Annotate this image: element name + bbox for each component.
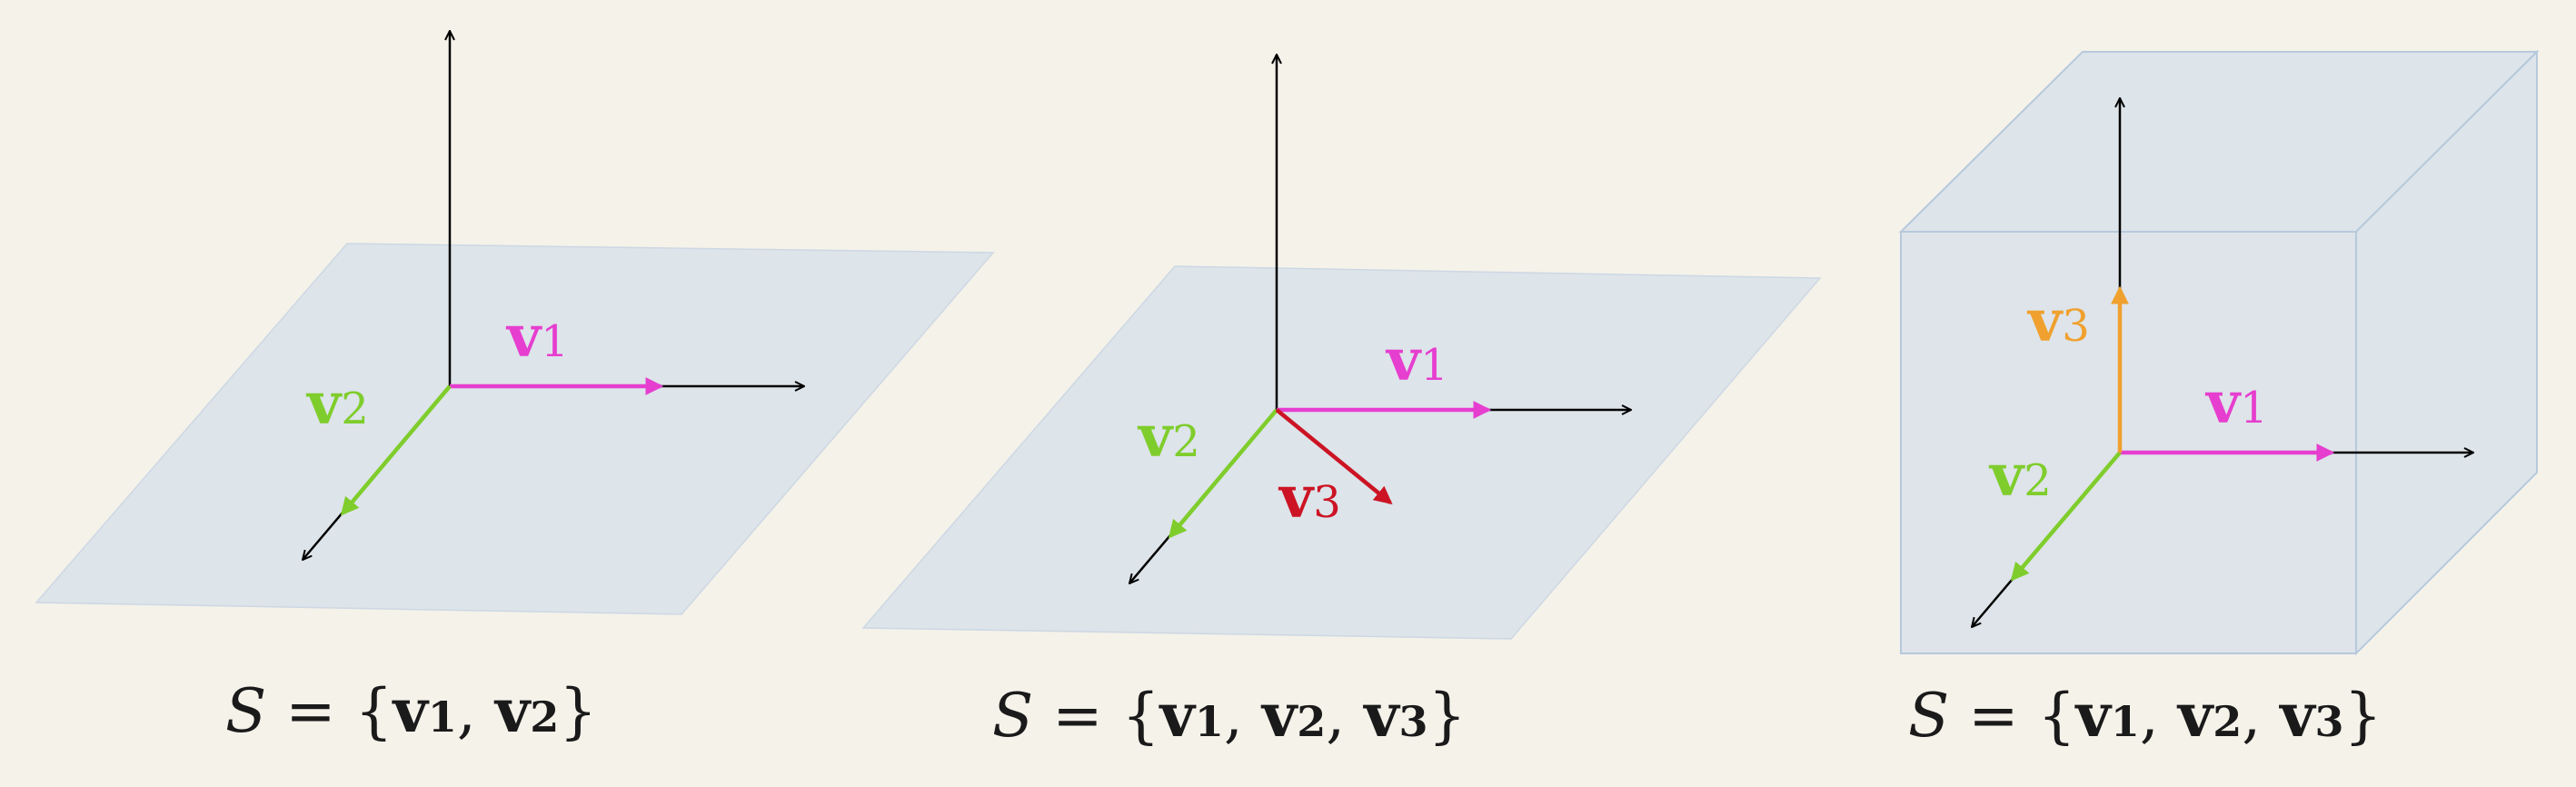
vector-label-name: v — [2026, 287, 2064, 355]
set-item-sub: 2 — [530, 692, 559, 742]
vector-v3 — [1275, 408, 1393, 505]
open-brace: { — [355, 676, 393, 746]
set-item-name: v — [493, 675, 532, 746]
equals-sign: = — [1052, 681, 1102, 751]
vector-label-name: v — [2204, 369, 2242, 437]
set-caption: S = {v1, v2} — [225, 675, 597, 746]
set-item-name: v — [2074, 680, 2113, 751]
vector-label-sub: 1 — [541, 316, 569, 367]
plane — [35, 243, 995, 615]
set-item-sub: 1 — [428, 692, 457, 742]
vector-label-v1: v1 — [1385, 326, 1448, 394]
set-item-sub: 2 — [2213, 697, 2242, 746]
comma: , — [1326, 681, 1345, 751]
vector-label-sub: 2 — [1172, 416, 1200, 467]
set-symbol: S — [225, 676, 266, 746]
vector-label-name: v — [1137, 403, 1174, 471]
vector-label-sub: 1 — [2240, 383, 2268, 433]
open-brace: { — [2038, 681, 2076, 751]
set-item-name: v — [2278, 680, 2316, 751]
equals-sign: = — [285, 676, 335, 746]
vector-label-v1: v1 — [505, 303, 569, 371]
vector-v2 — [1168, 408, 1278, 539]
vector-v2 — [2010, 451, 2122, 582]
set-item-sub: 2 — [1297, 697, 1326, 746]
vector-label-sub: 2 — [341, 384, 369, 434]
panel-3: v1 v2 v3 S = {v1, v2, v3} — [1898, 49, 2540, 751]
vector-label-sub: 3 — [2062, 301, 2090, 352]
comma: , — [2242, 681, 2261, 751]
vector-label-sub: 3 — [1313, 477, 1341, 528]
vector-label-v2: v2 — [1988, 442, 2052, 510]
vector-label-v1: v1 — [2204, 369, 2268, 437]
set-item-sub: 1 — [2111, 697, 2140, 746]
set-symbol: S — [992, 681, 1033, 751]
plane — [861, 265, 1822, 640]
set-caption: S = {v1, v2, v3} — [1908, 680, 2382, 751]
set-item-name: v — [392, 675, 430, 746]
vector-label-v2: v2 — [305, 370, 369, 438]
comma: , — [1224, 681, 1243, 751]
panel-2: v1 v2 v3 S = {v1, v2, v3} — [861, 55, 1822, 751]
open-brace: { — [1122, 681, 1160, 751]
vector-label-name: v — [1278, 463, 1315, 532]
vector-label-sub: 1 — [1420, 340, 1448, 391]
vector-label-v2: v2 — [1137, 403, 1200, 471]
vector-label-name: v — [505, 303, 542, 371]
set-item-sub: 3 — [2315, 697, 2344, 746]
vector-label-name: v — [1988, 442, 2025, 510]
set-item-sub: 1 — [1195, 697, 1224, 746]
close-brace: } — [1428, 681, 1467, 751]
close-brace: } — [559, 676, 597, 746]
vector-label-name: v — [305, 370, 343, 438]
panel-1: v1 v2 S = {v1, v2} — [35, 31, 995, 746]
vector-label-v3: v3 — [1278, 463, 1341, 532]
equals-sign: = — [1968, 681, 2018, 751]
set-item-sub: 3 — [1399, 697, 1428, 746]
comma: , — [2140, 681, 2159, 751]
vector-label-sub: 2 — [2024, 455, 2052, 506]
vector-v2 — [340, 384, 452, 516]
comma: , — [457, 676, 476, 746]
vector-label-name: v — [1385, 326, 1422, 394]
vector-label-v3: v3 — [2026, 287, 2090, 355]
set-symbol: S — [1908, 681, 1949, 751]
close-brace: } — [2344, 681, 2382, 751]
set-item-name: v — [2176, 680, 2214, 751]
set-item-name: v — [1260, 680, 1298, 751]
cube-front-face — [1900, 231, 2357, 654]
set-item-name: v — [1362, 680, 1400, 751]
set-item-name: v — [1159, 680, 1197, 751]
set-caption: S = {v1, v2, v3} — [992, 680, 1467, 751]
